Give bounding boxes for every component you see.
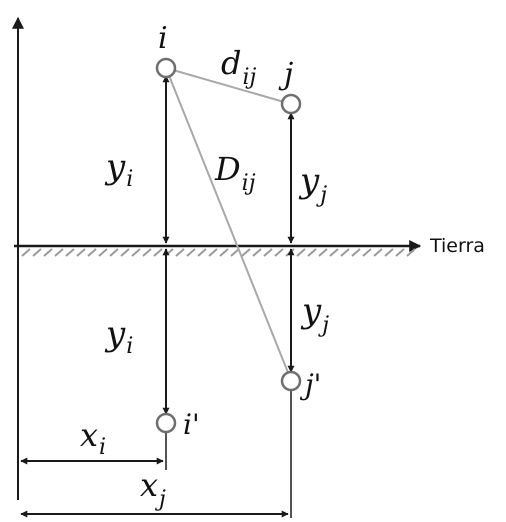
hatch-mark [21, 248, 31, 257]
hatch-mark [219, 248, 229, 257]
label-y-j-lower: yj [300, 291, 329, 338]
label-D-ij: Dij [214, 150, 256, 196]
label-x-i: xi [80, 416, 106, 460]
ground-label: Tierra [429, 235, 485, 257]
hatch-mark [208, 248, 218, 257]
hatch-mark [406, 248, 416, 257]
node-i [155, 57, 177, 79]
hatch-mark [296, 248, 306, 257]
node-i-image [155, 412, 177, 434]
hatch-mark [340, 248, 350, 257]
hatch-mark [186, 248, 196, 257]
label-node-j-image: j' [299, 368, 321, 401]
hatch-mark [142, 248, 152, 257]
label-node-i: i [158, 21, 168, 56]
hatch-mark [329, 248, 339, 257]
connector-i-j [165, 67, 292, 105]
hatch-mark [307, 248, 317, 257]
hatch-mark [351, 248, 361, 257]
label-y-i-lower: yi [104, 314, 133, 359]
hatch-mark [109, 248, 119, 257]
hatch-mark [362, 248, 372, 257]
hatch-mark [252, 248, 262, 257]
hatch-mark [54, 248, 64, 257]
hatch-mark [43, 248, 53, 257]
hatch-mark [175, 248, 185, 257]
hatch-mark [318, 248, 328, 257]
hatch-mark [32, 248, 42, 257]
hatch-mark [65, 248, 75, 257]
hatch-mark [384, 248, 394, 257]
hatch-mark [274, 248, 284, 257]
hatch-mark [197, 248, 207, 257]
label-y-j-upper: yj [298, 161, 327, 208]
ground-hatching [21, 248, 416, 257]
hatch-mark [131, 248, 141, 257]
hatch-mark [230, 248, 240, 257]
label-x-j: xj [140, 466, 166, 512]
connector-i-j-image [165, 67, 292, 381]
label-d-ij: dij [221, 44, 257, 90]
hatch-mark [76, 248, 86, 257]
label-node-i-image: i' [183, 408, 200, 441]
node-j-image [280, 370, 302, 392]
hatch-mark [395, 248, 405, 257]
hatch-mark [263, 248, 273, 257]
hatch-mark [373, 248, 383, 257]
hatch-mark [120, 248, 130, 257]
label-y-i-upper: yi [104, 147, 133, 192]
hatch-mark [241, 248, 251, 257]
hatch-mark [153, 248, 163, 257]
hatch-mark [87, 248, 97, 257]
node-j [280, 93, 302, 115]
hatch-mark [98, 248, 108, 257]
label-node-j: j [278, 57, 293, 92]
